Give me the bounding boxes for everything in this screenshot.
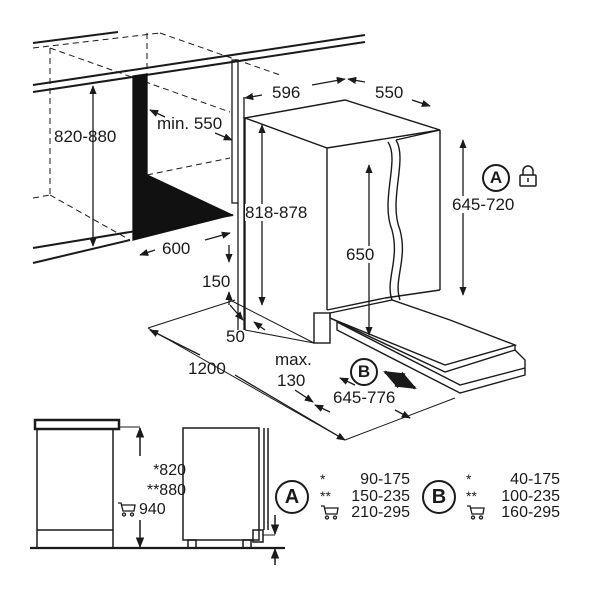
value: 880 — [159, 482, 186, 499]
value: 100-235 — [501, 488, 560, 505]
side-panel-strip — [231, 59, 245, 330]
prefix: * — [153, 462, 160, 479]
legend-b-row-2: ** 100-235 — [466, 487, 560, 506]
prefix: ** — [320, 488, 331, 504]
prefix: * — [466, 471, 472, 487]
side-height-row-1: *820 — [126, 462, 186, 480]
clearance-label: 1200 — [188, 359, 226, 378]
open-door — [313, 299, 526, 394]
value: 90-175 — [360, 471, 410, 488]
legend-b-marker: B — [422, 480, 456, 514]
door-panel-label: 645-720 — [452, 195, 515, 214]
value: 150-235 — [351, 488, 410, 505]
lock-icon — [518, 164, 538, 188]
legend-a-row-2: ** 150-235 — [320, 487, 410, 506]
niche-side-panel — [132, 73, 234, 241]
niche-width-label: 600 — [162, 239, 191, 258]
legend-a-marker: A — [275, 480, 309, 514]
marker-a: A — [482, 164, 510, 192]
legend-b-row-1: * 40-175 — [466, 470, 560, 489]
legend-b-row-3: 160-295 — [466, 504, 560, 522]
prefix: ** — [466, 488, 477, 504]
appliance-height-label: 818-878 — [245, 203, 308, 222]
plinth-offset-label: 50 — [226, 327, 245, 346]
side-height-row-2: **880 — [126, 482, 186, 500]
value: 820 — [159, 462, 186, 479]
appliance-depth-label: 550 — [375, 83, 404, 102]
value: 40-175 — [510, 471, 560, 488]
value: 160-295 — [501, 504, 560, 521]
niche-depth-label: min. 550 — [157, 114, 223, 133]
appliance-body — [242, 99, 441, 330]
side-height-row-3: 940 — [117, 501, 187, 519]
value: 940 — [139, 501, 166, 518]
marker-b: B — [350, 358, 378, 386]
prefix: ** — [146, 482, 160, 499]
niche-height-label: 820-880 — [54, 127, 117, 146]
prefix: * — [320, 471, 326, 487]
door-depth-label: 645-776 — [333, 388, 396, 407]
max-label: max. — [275, 350, 312, 369]
plinth-height-label: 150 — [202, 272, 231, 291]
value: 210-295 — [351, 504, 410, 521]
side-view-right — [182, 427, 280, 565]
appliance-width-label: 596 — [272, 83, 301, 102]
max-value-label: 130 — [277, 371, 306, 390]
door-height-label: 650 — [346, 245, 375, 264]
legend-a-row-3: 210-295 — [320, 504, 410, 522]
legend-a-row-1: * 90-175 — [320, 470, 410, 489]
worktop — [32, 31, 366, 264]
